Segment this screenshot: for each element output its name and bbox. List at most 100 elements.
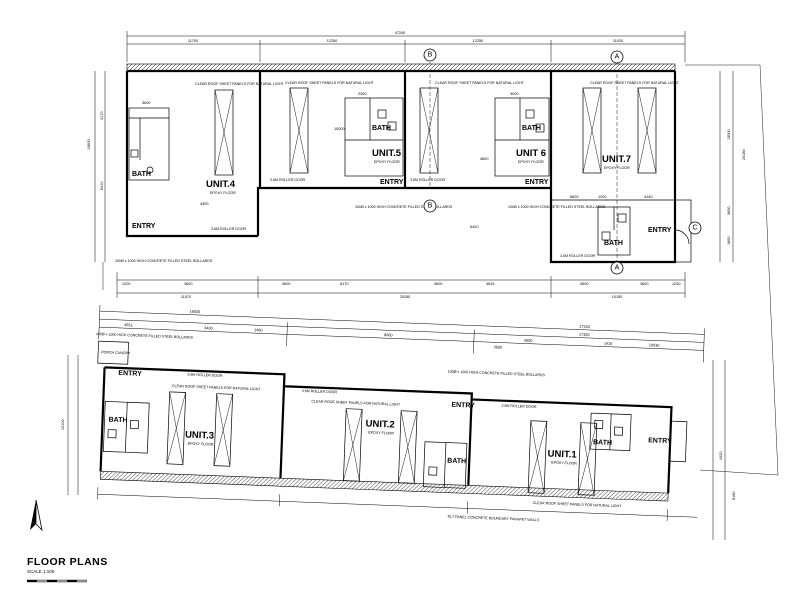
dim-top-4: 11020 [613,39,623,43]
svg-text:B: B [428,203,433,210]
upper-service-rooms [128,97,692,263]
svg-text:4140: 4140 [644,195,652,199]
porch-3-label: PORCH CANOPY [101,350,131,355]
unit-7-label: UNIT.7 [602,154,631,165]
note-skylight-6: CLEAR ROOF SHEET PANELS FOR NATURAL LIGH… [435,81,525,85]
note-roller-door-1: 3.6M ROLLER DOOR [501,404,537,409]
skylights-upper [214,87,657,176]
unit-4-floor: EPOXY FLOOR [210,191,236,195]
note-roller-door-3: 3.6M ROLLER DOOR [187,373,223,378]
svg-text:12100: 12100 [61,419,65,430]
dim-top-1: 11700 [188,39,198,43]
note-roller-door-5: 3.6M ROLLER DOOR [270,178,306,182]
dim-top-3: 12250 [473,39,484,43]
svg-text:4420: 4420 [719,452,723,460]
bath-3-label: BATH [108,417,127,425]
svg-text:1200: 1200 [122,282,130,286]
note-bollards-upper-3: 100Ø x 1000 HIGH CONCRETE FILLED STEEL B… [508,205,606,209]
upper-building [125,63,677,264]
upper-unit-labels: UNIT.4 EPOXY FLOOR UNIT.5 EPOXY FLOOR UN… [115,81,680,263]
svg-text:3600: 3600 [434,282,442,286]
svg-text:13600: 13600 [87,139,91,150]
lower-building: 16920 17320 4551 3400 1460 8000 3600 360… [96,305,705,522]
svg-text:6420: 6420 [470,225,478,229]
unit-5-floor: EPOXY FLOOR [374,160,400,164]
svg-text:10150: 10150 [612,295,623,299]
svg-text:8600: 8600 [570,195,578,199]
svg-text:13500: 13500 [727,129,731,140]
svg-text:11570: 11570 [181,295,191,299]
note-roller-door-7: 3.6M ROLLER DOOR [560,254,596,258]
unit-6-label: UNIT 6 [516,148,546,159]
unit-6-floor: EPOXY FLOOR [518,160,544,164]
drawing-title: FLOOR PLANS [27,556,108,568]
entry-1-label: ENTRY [648,437,672,445]
note-roller-door-2: 3.6M ROLLER DOOR [302,389,338,394]
svg-text:10000: 10000 [334,127,345,131]
dim-top-2: 12250 [327,39,338,43]
top-dimension-string: 11700 12250 12250 11020 47240 [126,31,686,62]
north-arrow [30,499,43,532]
title-block: FLOOR PLANS SCALE 1:100 [27,556,108,574]
bath-4-label: BATH [132,171,151,178]
upper-bottom-dimensions: 11570 25150 10150 1200 3600 3600 8170 36… [116,92,686,299]
bath-1-label: BATH [593,439,612,447]
grid-marker-b-mid: B [423,199,437,213]
unit-1-floor: EPOXY FLOOR [551,461,577,466]
entry-4-label: ENTRY [132,223,156,230]
grid-marker-b-top: B [423,48,437,188]
note-skylight-5: CLEAR ROOF SHEET PANELS FOR NATURAL LIGH… [285,81,375,85]
note-roller-door-6: 3.6M ROLLER DOOR [410,178,446,182]
svg-text:3600: 3600 [142,101,150,105]
bath-5-label: BATH [372,125,391,132]
note-skylight-2: CLEAR ROOF SHEET PANELS FOR NATURAL LIGH… [311,399,401,406]
svg-text:20180: 20180 [742,149,746,160]
dim-lower-top-2: 17320 [579,325,590,329]
grid-marker-c: C [688,221,702,235]
svg-text:1410: 1410 [604,342,613,346]
svg-text:10030: 10030 [649,343,660,347]
svg-text:3600: 3600 [524,338,533,342]
svg-text:25150: 25150 [400,295,411,299]
svg-text:4170: 4170 [100,112,104,120]
unit-3-label: UNIT.3 [185,430,214,442]
svg-text:A: A [615,54,620,61]
scale-bar [27,579,87,583]
bath-7-label: BATH [604,240,623,247]
entry-6-label: ENTRY [525,179,549,186]
svg-text:4551: 4551 [124,323,133,327]
entry-2-label: ENTRY [451,402,475,410]
note-skylight-3: CLEAR ROOF SHEET PANELS FOR NATURAL LIGH… [172,384,262,391]
svg-text:3600: 3600 [282,282,290,286]
svg-text:A: A [615,265,620,272]
svg-text:4300: 4300 [200,202,208,206]
svg-text:1460: 1460 [254,328,263,332]
bath-6-label: BATH [522,125,541,132]
svg-text:3600: 3600 [580,282,588,286]
unit-5-label: UNIT.5 [372,148,402,159]
dim-lower-overall: 17320 [579,333,590,337]
dim-lower-top-1: 16920 [189,310,200,314]
right-dimensions-upper: 20180 13500 3600 1800 [719,71,746,262]
right-dimensions-lower: 4420 8180 [712,360,736,540]
svg-text:4615: 4615 [486,282,494,286]
entry-3-label: ENTRY [118,370,142,378]
svg-text:1200: 1200 [598,195,606,199]
note-bollards-upper-2: 100Ø x 1000 HIGH CONCRETE FILLED STEEL B… [355,205,453,209]
unit-2-floor: EPOXY FLOOR [368,431,394,436]
svg-text:1800: 1800 [727,237,731,245]
note-skylight-1: CLEAR ROOF SHEET PANELS FOR NATURAL LIGH… [533,501,623,508]
note-roller-door-4: 3.6M ROLLER DOOR [211,227,247,231]
svg-text:B: B [428,52,433,59]
drawing-scale: SCALE 1:100 [27,569,55,574]
svg-text:3600: 3600 [727,207,731,215]
svg-text:C: C [692,225,697,232]
svg-text:4800: 4800 [480,157,488,161]
bath-2-label: BATH [447,458,466,466]
note-bollards-lower-2: 100Ø x 1000 HIGH CONCRETE FILLED STEEL B… [448,370,546,378]
svg-text:2300: 2300 [358,92,366,96]
note-skylight-4: CLEAR ROOF SHEET PANELS FOR NATURAL LIGH… [195,82,285,86]
unit-2-label: UNIT.2 [365,418,394,430]
left-dimensions-upper: 13600 4170 6410 [87,71,106,262]
